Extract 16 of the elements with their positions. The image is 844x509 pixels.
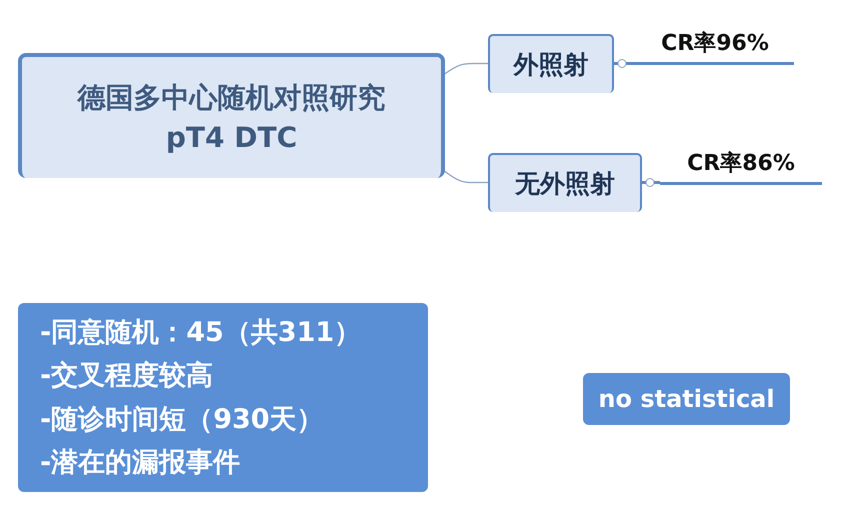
- subtopic-box: [488, 34, 614, 93]
- note-panel: [18, 303, 428, 492]
- node-text: CR率96%: [661, 30, 769, 58]
- node-text: -潜在的漏报事件: [40, 446, 240, 480]
- node-text: 无外照射: [515, 168, 615, 200]
- note-tag: [583, 373, 790, 425]
- node-text: CR率86%: [687, 150, 795, 178]
- node-text: 外照射: [514, 48, 588, 80]
- node-text: pT4 DTC: [166, 120, 298, 156]
- node-text: no statistical: [598, 384, 775, 415]
- main-topic-box: [18, 53, 445, 178]
- node-text: -同意随机：45（共311）: [40, 316, 362, 350]
- subtopic-box: [488, 153, 642, 212]
- node-text: -交叉程度较高: [40, 359, 214, 394]
- node-text: -随诊时间短（930天）: [40, 402, 324, 436]
- node-text: 德国多中心随机对照研究: [78, 80, 386, 116]
